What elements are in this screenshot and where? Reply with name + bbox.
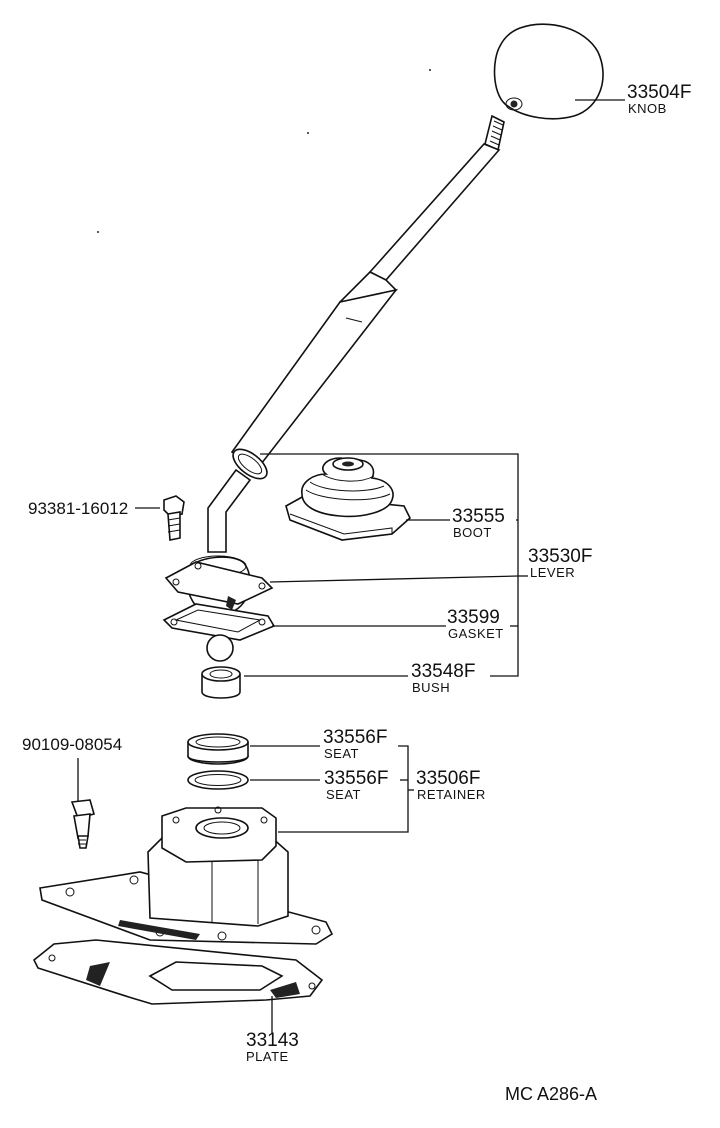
boot-name: BOOT	[453, 525, 492, 540]
bush-number: 33548F	[411, 661, 475, 682]
gasket-number: 33599	[447, 607, 500, 628]
retainer-part	[39, 806, 334, 945]
seat-upper-number: 33556F	[323, 727, 387, 748]
leader-lines	[77, 99, 625, 1034]
bolt-90109-part	[70, 799, 95, 849]
seat-lower-name: SEAT	[326, 787, 361, 802]
plate-name: PLATE	[246, 1049, 289, 1064]
bolt-93381-part	[163, 495, 185, 541]
bush-part	[201, 666, 241, 699]
lever-name: LEVER	[530, 565, 575, 580]
retainer-number: 33506F	[416, 768, 480, 789]
ball-part	[206, 634, 234, 662]
seat-upper-part	[187, 733, 249, 765]
seat-lower-number: 33556F	[324, 768, 388, 789]
retainer-name: RETAINER	[417, 787, 486, 802]
bolt2-number: 90109-08054	[22, 735, 122, 754]
bush-name: BUSH	[412, 680, 450, 695]
boot-number: 33555	[452, 506, 505, 527]
knob-number: 33504F	[627, 82, 691, 103]
seat-upper-name: SEAT	[324, 746, 359, 761]
lever-part	[164, 114, 505, 616]
diagram-code: MC A286-A	[505, 1084, 597, 1104]
gasket-name: GASKET	[448, 626, 504, 641]
knob-name: KNOB	[628, 101, 667, 116]
plate-number: 33143	[246, 1030, 299, 1051]
boot-part	[285, 457, 411, 541]
lever-number: 33530F	[528, 546, 592, 567]
bolt1-number: 93381-16012	[28, 499, 128, 518]
plate-part	[32, 939, 324, 1005]
seat-lower-part	[187, 770, 249, 790]
knob-part	[493, 23, 604, 120]
